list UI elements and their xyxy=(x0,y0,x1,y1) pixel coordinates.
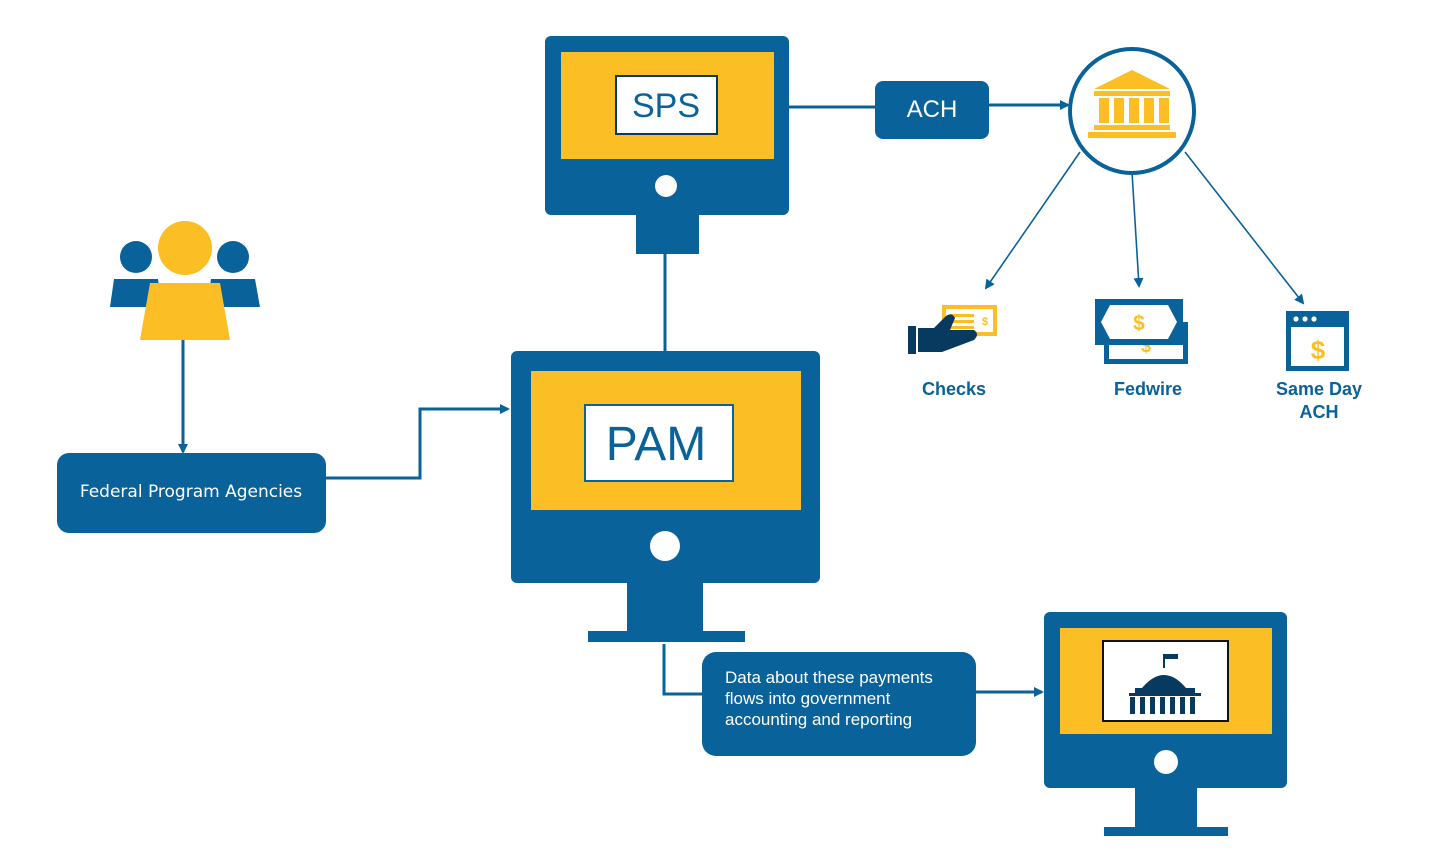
reporting-monitor xyxy=(1044,612,1287,836)
data-flow-line1: Data about these payments xyxy=(725,668,933,687)
reporting-power-button xyxy=(1154,750,1178,774)
svg-text:$: $ xyxy=(1141,336,1151,356)
same-day-ach-label-line1: Same Day xyxy=(1276,379,1362,399)
ach-box: ACH xyxy=(875,81,989,139)
bank-to-fedwire-arrow xyxy=(1131,171,1144,288)
sps-power-button xyxy=(655,175,677,197)
fedwire-label: Fedwire xyxy=(1114,379,1182,399)
same-day-ach-label-line2: ACH xyxy=(1300,402,1339,422)
connectors xyxy=(178,100,1070,697)
svg-text:$: $ xyxy=(982,316,988,328)
data-flow-line2: flows into government xyxy=(725,689,891,708)
pam-power-button xyxy=(650,531,680,561)
check-payment-icon: $ xyxy=(908,305,997,354)
bank-branch-arrows xyxy=(984,151,1305,305)
data-flow-box: Data about these payments flows into gov… xyxy=(702,652,976,756)
bank-icon xyxy=(1068,47,1196,175)
people-group-icon xyxy=(110,221,260,340)
data-flow-line3: accounting and reporting xyxy=(725,710,912,729)
svg-text:$: $ xyxy=(1133,312,1145,335)
pam-monitor: PAM xyxy=(511,351,820,642)
pam-label: PAM xyxy=(606,418,706,471)
browser-dollar-icon: $ xyxy=(1286,311,1349,371)
bank-to-sameday-arrow xyxy=(1184,151,1305,305)
ach-label: ACH xyxy=(907,96,958,123)
federal-program-agencies-box: Federal Program Agencies xyxy=(57,453,326,533)
cash-bills-icon: $ $ xyxy=(1095,299,1188,364)
agencies-to-pam-arrow xyxy=(326,404,510,480)
svg-text:$: $ xyxy=(1311,335,1326,365)
checks-label: Checks xyxy=(922,379,986,399)
bank-to-checks-arrow xyxy=(984,151,1081,290)
capitol-building-icon xyxy=(1129,654,1201,714)
federal-program-agencies-label: Federal Program Agencies xyxy=(80,482,302,502)
pam-to-data-line xyxy=(662,644,702,696)
sps-label: SPS xyxy=(632,87,700,125)
sps-monitor: SPS xyxy=(545,36,789,254)
